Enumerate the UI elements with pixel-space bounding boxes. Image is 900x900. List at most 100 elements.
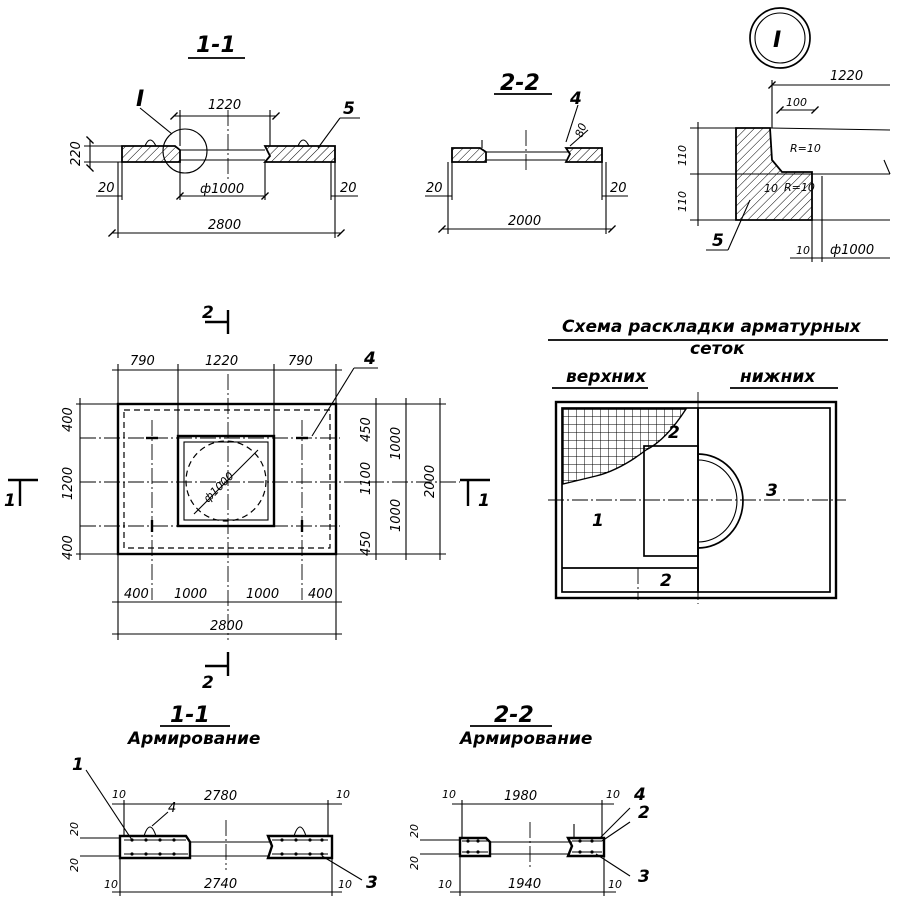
callout-4: 4 — [168, 801, 176, 816]
node-circle — [162, 128, 208, 174]
plan-bottom-total: 2800 — [210, 619, 243, 634]
node-leader — [139, 107, 173, 135]
rebar-1-1-subtitle: Армирование — [126, 729, 260, 749]
plan-right-total: 2000 — [423, 465, 438, 498]
dim-length: 2800 — [208, 218, 241, 233]
plan-mesh-outline — [123, 409, 331, 549]
plan-right-2: 1100 — [359, 462, 374, 495]
plan-left-mid: 1200 — [61, 467, 76, 500]
callout-3: 3 — [366, 873, 378, 893]
slab-left-part — [458, 836, 492, 858]
dim-top-left: 10 — [112, 788, 126, 801]
mesh-mark-3: 3 — [766, 481, 778, 501]
callout-5: 5 — [712, 231, 724, 251]
dim-top-right: 10 — [336, 788, 350, 801]
rebar-1-1-title: 1-1 — [170, 703, 210, 728]
plan-bottom-2: 1000 — [174, 587, 207, 602]
dim-bottom-right: 10 — [608, 878, 622, 891]
slab-left-part — [121, 145, 181, 163]
mesh-title-line1: Схема раскладки арматурных — [562, 317, 862, 337]
mesh-mark-2b: 2 — [660, 571, 672, 591]
dim-top-len: 2780 — [204, 789, 237, 804]
dim-bottom-gap: 10 — [796, 244, 810, 257]
plan-mark-2-bottom: 2 — [202, 673, 214, 693]
callout-3: 3 — [638, 867, 650, 887]
section-1-1: 1-1 I 1220 220 ф1000 — [69, 33, 360, 238]
slab-left-part — [118, 834, 192, 860]
dim-top: 1220 — [208, 98, 241, 113]
slab-left-part — [451, 147, 487, 163]
section-1-1-title: 1-1 — [196, 33, 236, 58]
leader — [727, 199, 751, 251]
mesh-grid-fill — [562, 408, 688, 485]
plan-right-1: 450 — [359, 417, 374, 442]
callout-5: 5 — [343, 99, 355, 119]
radius-lower: R=10 — [784, 181, 815, 194]
plan-left-bottom: 400 — [61, 535, 76, 560]
mesh-scheme: Схема раскладки арматурных сеток верхних… — [548, 317, 888, 604]
slab-top-line — [769, 127, 891, 131]
dim-right-gap: 20 — [610, 181, 627, 196]
plan-top-right: 790 — [288, 354, 313, 369]
mesh-title-line2: сеток — [690, 339, 745, 359]
plan-bottom-1: 400 — [124, 587, 149, 602]
plan-opening-circle — [185, 440, 267, 522]
mesh-mark-1: 1 — [592, 511, 604, 531]
dim-right-gap: 20 — [340, 181, 357, 196]
plan-bottom-3: 1000 — [246, 587, 279, 602]
section-2-2: 2-2 4 80 20 20 2000 — [425, 71, 628, 234]
plan-top-mid: 1220 — [205, 354, 238, 369]
node-mark: I — [136, 87, 144, 112]
rebar-2-2-title: 2-2 — [494, 703, 534, 728]
node-label: I — [773, 28, 781, 53]
plan-view: 2 2 1 1 ф1000 790 — [4, 303, 490, 693]
plan-top-left: 790 — [130, 354, 155, 369]
radius-upper: R=10 — [790, 142, 821, 155]
leader — [317, 117, 341, 149]
leader — [311, 367, 355, 437]
dim-opening: ф1000 — [200, 182, 244, 197]
mesh-mark-2a: 2 — [668, 423, 680, 443]
dim-length: 2000 — [508, 214, 541, 229]
dim-opening: ф1000 — [830, 243, 874, 258]
dim-left-gap: 20 — [98, 181, 115, 196]
dim-h2: 20 — [68, 858, 81, 872]
node-detail: I 1220 100 110 110 R=10 R=10 10 10 ф1000… — [676, 7, 891, 262]
opening-arc-inner — [697, 459, 738, 543]
slot-dim: 80 — [573, 121, 590, 139]
leader — [565, 104, 579, 143]
dim-top-right: 10 — [606, 788, 620, 801]
dim-bottom-left: 10 — [438, 878, 452, 891]
dim-h-lower: 110 — [676, 191, 689, 212]
plan-slab-outline — [116, 402, 338, 556]
break-line — [883, 159, 891, 175]
plan-right-3: 450 — [359, 531, 374, 556]
rebar-dots — [466, 839, 594, 854]
dim-top: 1220 — [830, 69, 863, 84]
slab-right-part — [564, 147, 603, 163]
leader — [85, 769, 133, 841]
rebar-dots — [130, 838, 324, 856]
plan-mark-2-top: 2 — [202, 303, 214, 323]
node-label-inner-circle — [754, 12, 806, 64]
slot-line — [569, 129, 589, 147]
mesh-lower-label: нижних — [740, 367, 816, 387]
dim-bottom-left: 10 — [104, 878, 118, 891]
dim-inner: 100 — [786, 96, 807, 109]
section-2-2-title: 2-2 — [500, 71, 540, 96]
dim-h2: 20 — [408, 856, 421, 870]
lifting-loop-right — [293, 826, 307, 837]
plan-right-4: 1000 — [389, 427, 404, 460]
dim-top-len: 1980 — [504, 789, 537, 804]
dim-left-gap: 20 — [426, 181, 443, 196]
slab-right-part — [566, 836, 606, 858]
dim-bottom-len: 2740 — [204, 877, 237, 892]
plan-bottom-4: 400 — [308, 587, 333, 602]
callout-4: 4 — [633, 785, 646, 805]
rebar-2-2-subtitle: Армирование — [458, 729, 592, 749]
opening-arc — [697, 453, 744, 549]
rebar-section-1-1: 1-1 Армирование 1 4 3 10 2780 — [68, 703, 378, 896]
slab-right-part — [266, 834, 334, 860]
leader — [321, 855, 363, 881]
rebar-section-2-2: 2-2 Армирование 4 2 3 10 1980 10 — [408, 703, 650, 896]
